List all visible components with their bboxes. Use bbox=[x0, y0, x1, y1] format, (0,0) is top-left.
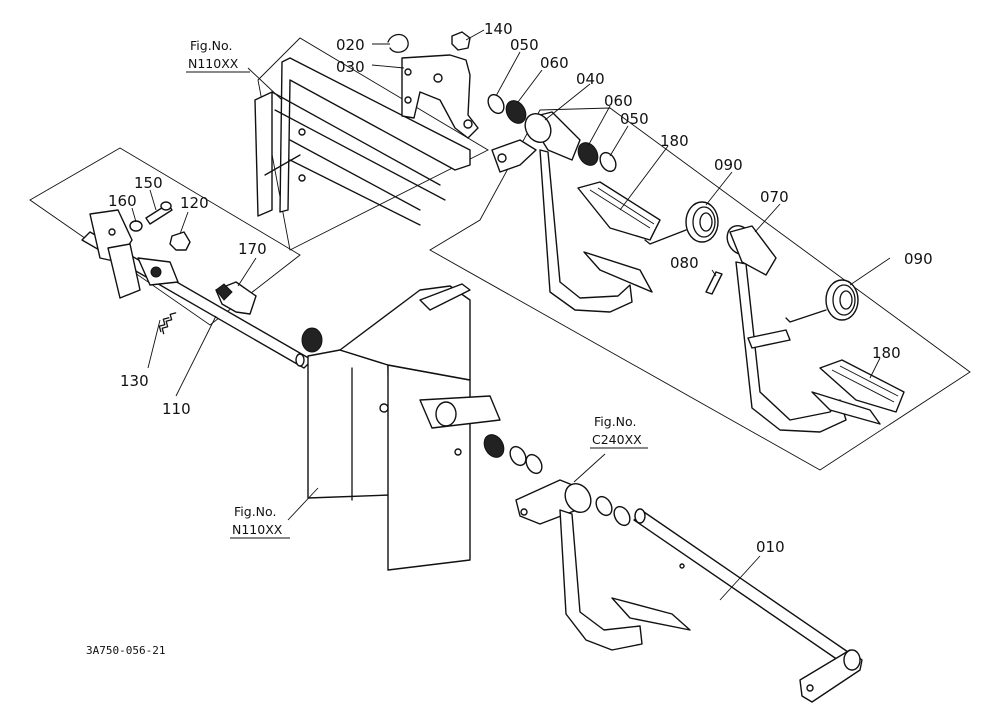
label-p030: 030 bbox=[336, 58, 365, 76]
lever-knob-170 bbox=[215, 281, 257, 315]
label-p150: 160 bbox=[108, 192, 137, 210]
bushing-060-upper bbox=[505, 100, 527, 124]
washer-050-mid bbox=[599, 151, 617, 173]
bracket-030 bbox=[401, 54, 479, 139]
nut-160 bbox=[451, 31, 471, 51]
label-p060b: 060 bbox=[604, 92, 633, 110]
label-p180a: 180 bbox=[660, 132, 689, 150]
figure-ref-code: N110XX bbox=[188, 56, 239, 71]
figure-ref-upper: Fig.No. N110XX bbox=[186, 38, 250, 73]
label-p060a: 060 bbox=[540, 54, 569, 72]
washer-lower-2 bbox=[525, 453, 543, 475]
part-labels: 020 030 140 050 060 040 060 050 180 090 … bbox=[108, 20, 933, 556]
bushing-060-mid bbox=[577, 142, 599, 166]
return-spring-090-upper bbox=[644, 201, 719, 245]
label-p180b: 180 bbox=[872, 344, 901, 362]
label-p040: 040 bbox=[576, 70, 605, 88]
figure-ref-lower: Fig.No. N110XX bbox=[230, 504, 290, 539]
figure-ref-code: C240XX bbox=[592, 432, 642, 447]
figure-ref-middle: Fig.No. C240XX bbox=[590, 414, 648, 449]
washer-lower-4 bbox=[613, 505, 631, 527]
label-p140: 150 bbox=[134, 174, 163, 192]
figure-ref-title: Fig.No. bbox=[190, 38, 232, 53]
label-p160: 140 bbox=[484, 20, 513, 38]
label-p050a: 050 bbox=[510, 36, 539, 54]
label-p070: 070 bbox=[760, 188, 789, 206]
washer-lower-1 bbox=[509, 445, 527, 467]
pin-080 bbox=[705, 271, 723, 295]
spring-130 bbox=[158, 312, 177, 335]
lower-pedal bbox=[515, 479, 691, 651]
cross-shaft-010 bbox=[633, 508, 863, 703]
washer-150 bbox=[129, 220, 143, 232]
figure-ref-code: N110XX bbox=[232, 522, 283, 537]
nut-120 bbox=[169, 231, 191, 251]
pedal-040 bbox=[491, 111, 653, 313]
washer-lower-3 bbox=[595, 495, 613, 517]
label-p130: 130 bbox=[120, 372, 149, 390]
label-p170: 170 bbox=[238, 240, 267, 258]
figure-ref-title: Fig.No. bbox=[594, 414, 636, 429]
bushing-lower-1 bbox=[483, 434, 505, 458]
pedal-pad-180-lower bbox=[819, 359, 905, 413]
pedal-pad-180-upper bbox=[577, 181, 661, 241]
pedal-070 bbox=[726, 224, 881, 433]
label-p020: 020 bbox=[336, 36, 365, 54]
label-p010: 010 bbox=[756, 538, 785, 556]
bolt-140 bbox=[145, 201, 173, 225]
upper-group-outline bbox=[257, 37, 489, 251]
label-p050b: 050 bbox=[620, 110, 649, 128]
leader-lines bbox=[131, 29, 891, 601]
upper-frame bbox=[254, 57, 471, 226]
label-p080: 080 bbox=[670, 254, 699, 272]
return-spring-090-lower bbox=[785, 279, 859, 323]
center-bracket bbox=[301, 283, 501, 571]
label-p090b: 090 bbox=[904, 250, 933, 268]
label-p110: 110 bbox=[162, 400, 191, 418]
washer-050-upper bbox=[487, 93, 505, 115]
spring-clip-020 bbox=[387, 33, 409, 53]
figure-ref-title: Fig.No. bbox=[234, 504, 276, 519]
bracket-assembly-left bbox=[89, 209, 179, 299]
right-group-outline bbox=[429, 107, 971, 471]
document-code: 3A750-056-21 bbox=[86, 644, 165, 657]
label-p120: 120 bbox=[180, 194, 209, 212]
label-p090a: 090 bbox=[714, 156, 743, 174]
